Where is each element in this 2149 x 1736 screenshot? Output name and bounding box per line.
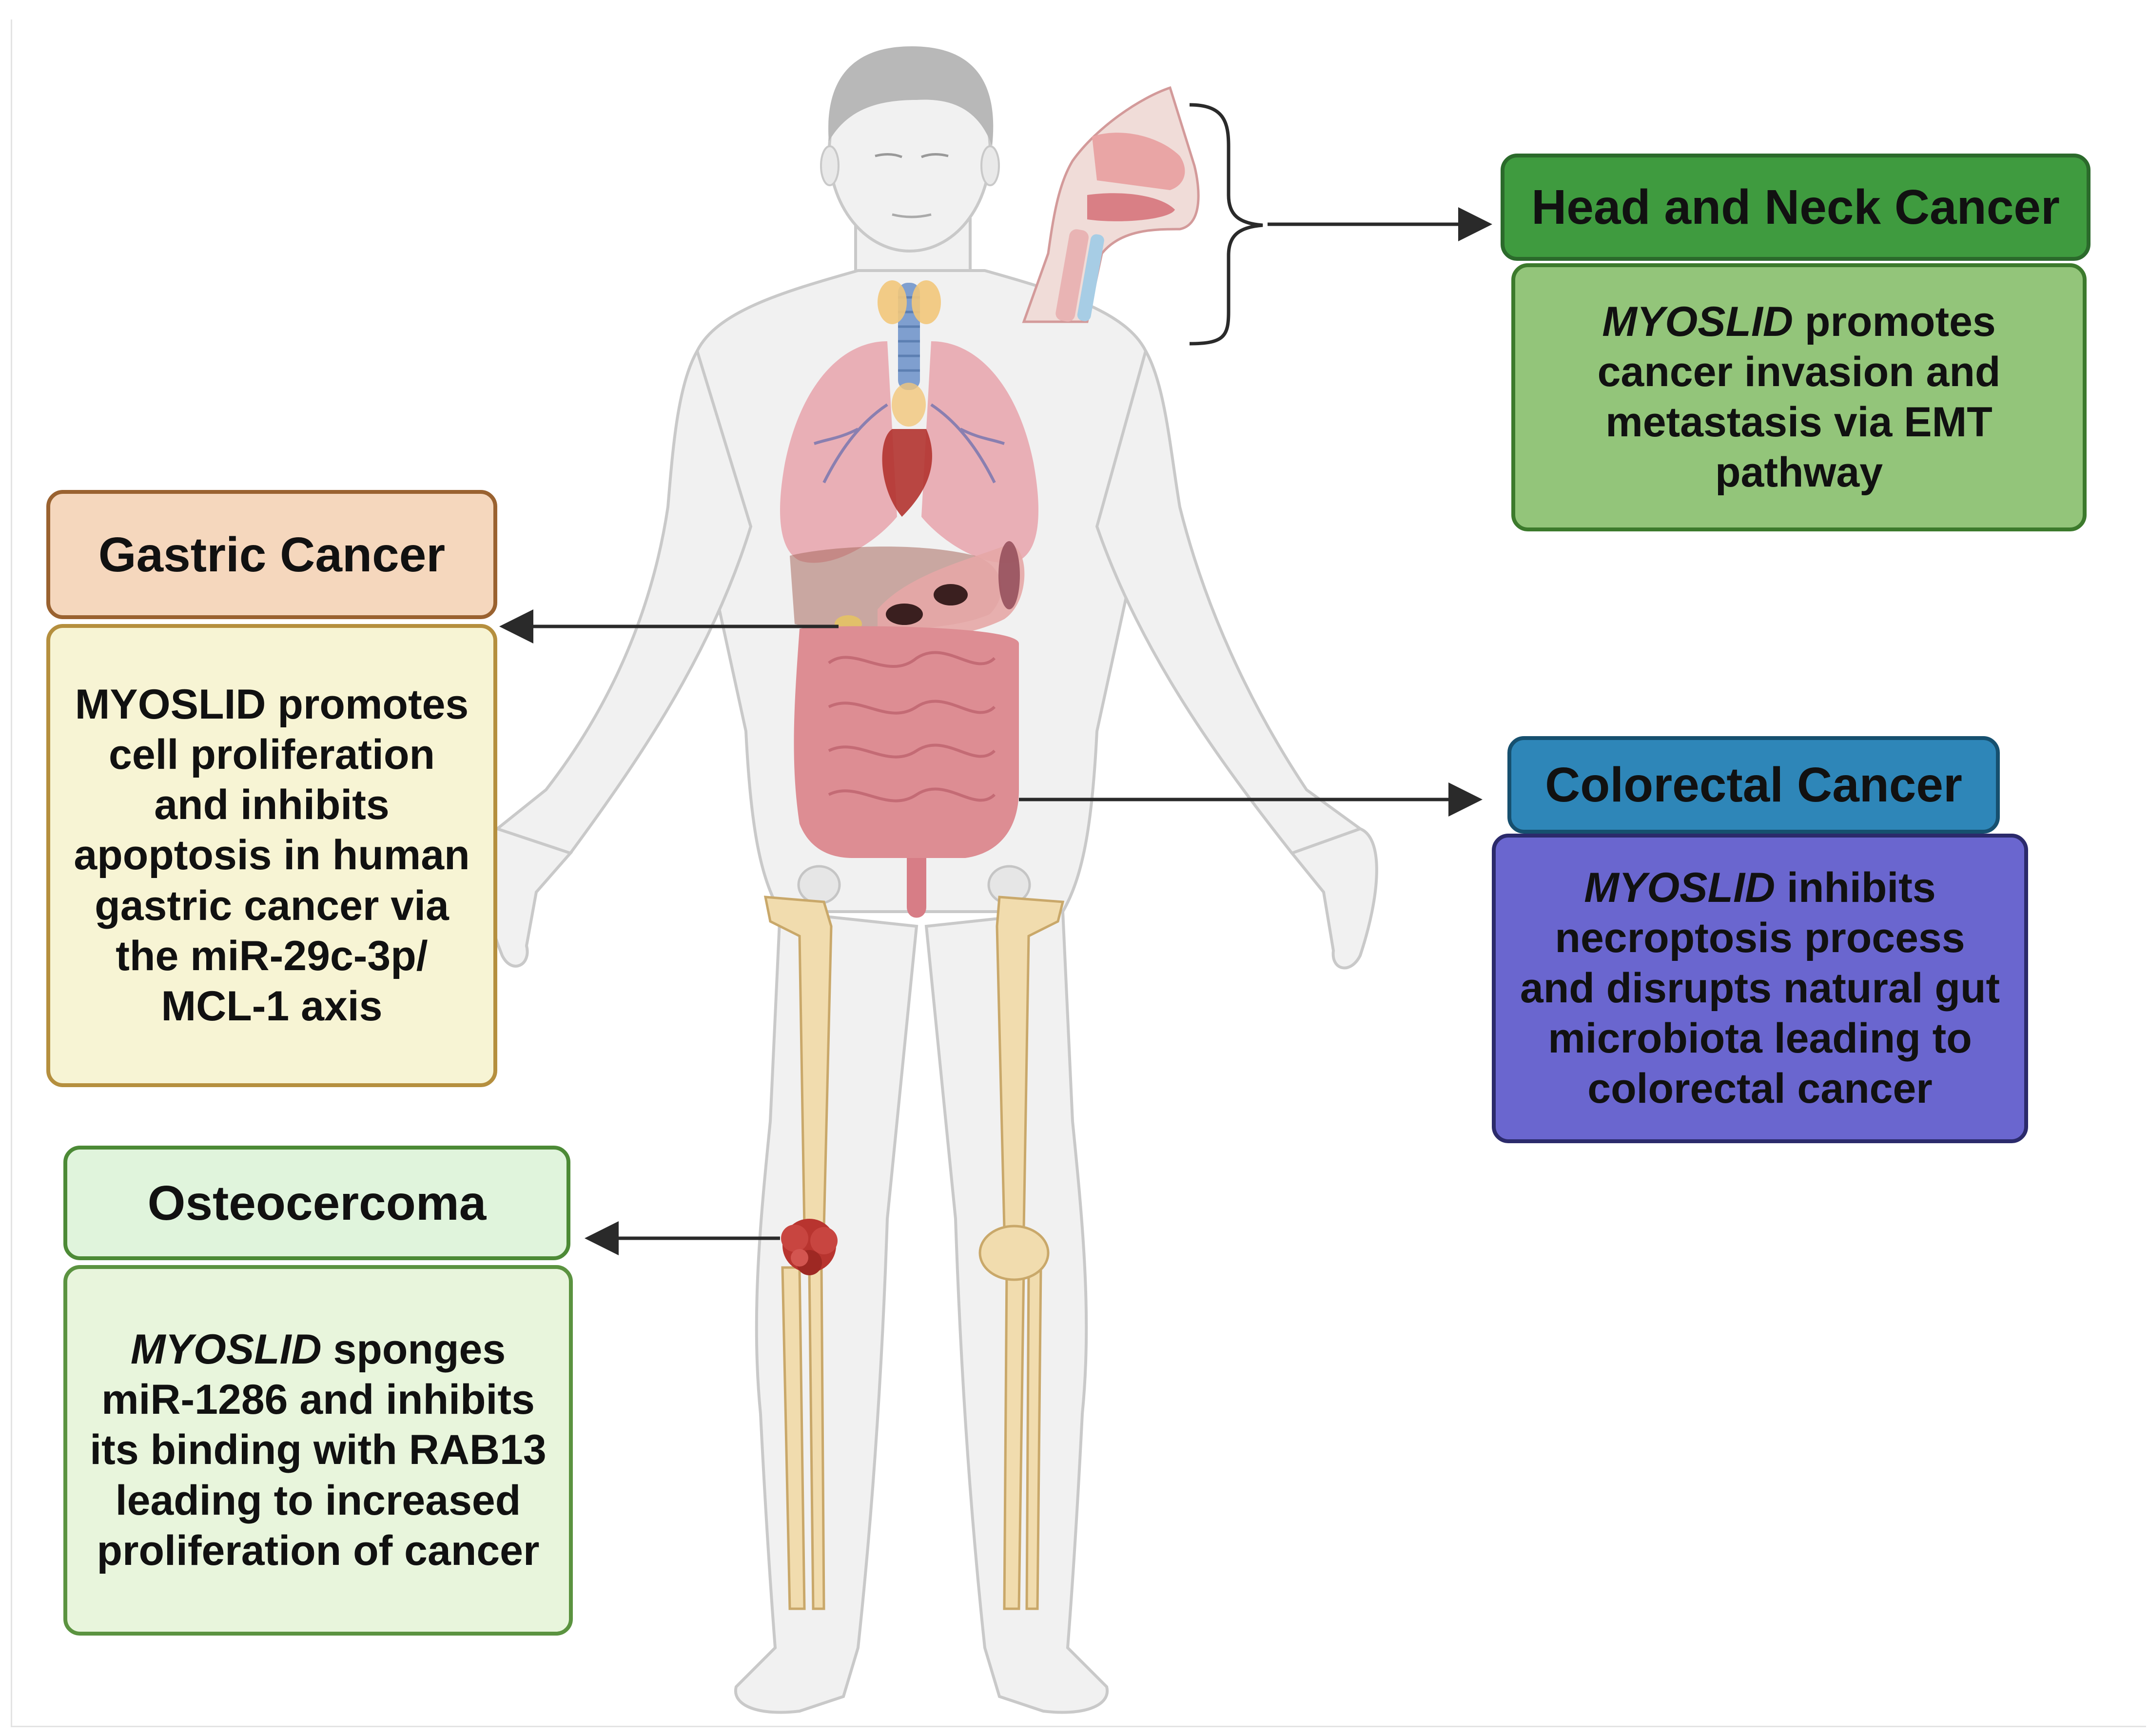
gastric-description: MYOSLID promotes cell proliferation and …	[46, 624, 497, 1087]
osteo-gene: MYOSLID	[130, 1326, 322, 1373]
gastric-title-text: Gastric Cancer	[98, 527, 446, 582]
intestines	[794, 626, 1019, 918]
osteo-title-text: Osteocercoma	[147, 1175, 487, 1230]
gastric-title: Gastric Cancer	[46, 490, 497, 619]
colorectal-gene: MYOSLID	[1584, 864, 1776, 911]
colorectal-title-text: Colorectal Cancer	[1545, 758, 1962, 812]
osteo-text: MYOSLID sponges miR-1286 and inhibits it…	[87, 1325, 549, 1576]
gastric-text: MYOSLID promotes cell proliferation and …	[74, 681, 470, 1030]
connector-arrows	[499, 207, 1492, 1255]
knee-tumor	[781, 1219, 838, 1275]
frame-left-edge	[11, 20, 12, 1726]
head-neck-body: promotes cancer invasion and metastasis …	[1597, 298, 2001, 496]
stomach-liver	[790, 541, 1025, 638]
head-neck-gene: MYOSLID	[1602, 298, 1794, 345]
head-neck-inset	[1022, 86, 1200, 323]
head-neck-text: MYOSLID promotes cancer invasion and met…	[1535, 297, 2063, 498]
colorectal-body: inhibits necroptosis process and disrupt…	[1520, 864, 2000, 1112]
frame-bottom-edge	[11, 1726, 2146, 1727]
head-neck-title-text: Head and Neck Cancer	[1531, 180, 2060, 234]
osteo-title: Osteocercoma	[63, 1146, 570, 1260]
osteo-description: MYOSLID sponges miR-1286 and inhibits it…	[63, 1265, 573, 1636]
head-neck-description: MYOSLID promotes cancer invasion and met…	[1511, 263, 2087, 531]
colorectal-text: MYOSLID inhibits necroptosis process and…	[1515, 863, 2005, 1114]
colorectal-title: Colorectal Cancer	[1507, 736, 2000, 834]
colorectal-description: MYOSLID inhibits necroptosis process and…	[1492, 834, 2028, 1143]
head-neck-brace	[1189, 103, 1263, 346]
lungs	[780, 341, 1038, 563]
head-neck-title: Head and Neck Cancer	[1501, 154, 2090, 261]
head	[820, 46, 1000, 253]
osteo-body: sponges miR-1286 and inhibits its bindin…	[90, 1326, 547, 1574]
trachea	[878, 280, 941, 427]
